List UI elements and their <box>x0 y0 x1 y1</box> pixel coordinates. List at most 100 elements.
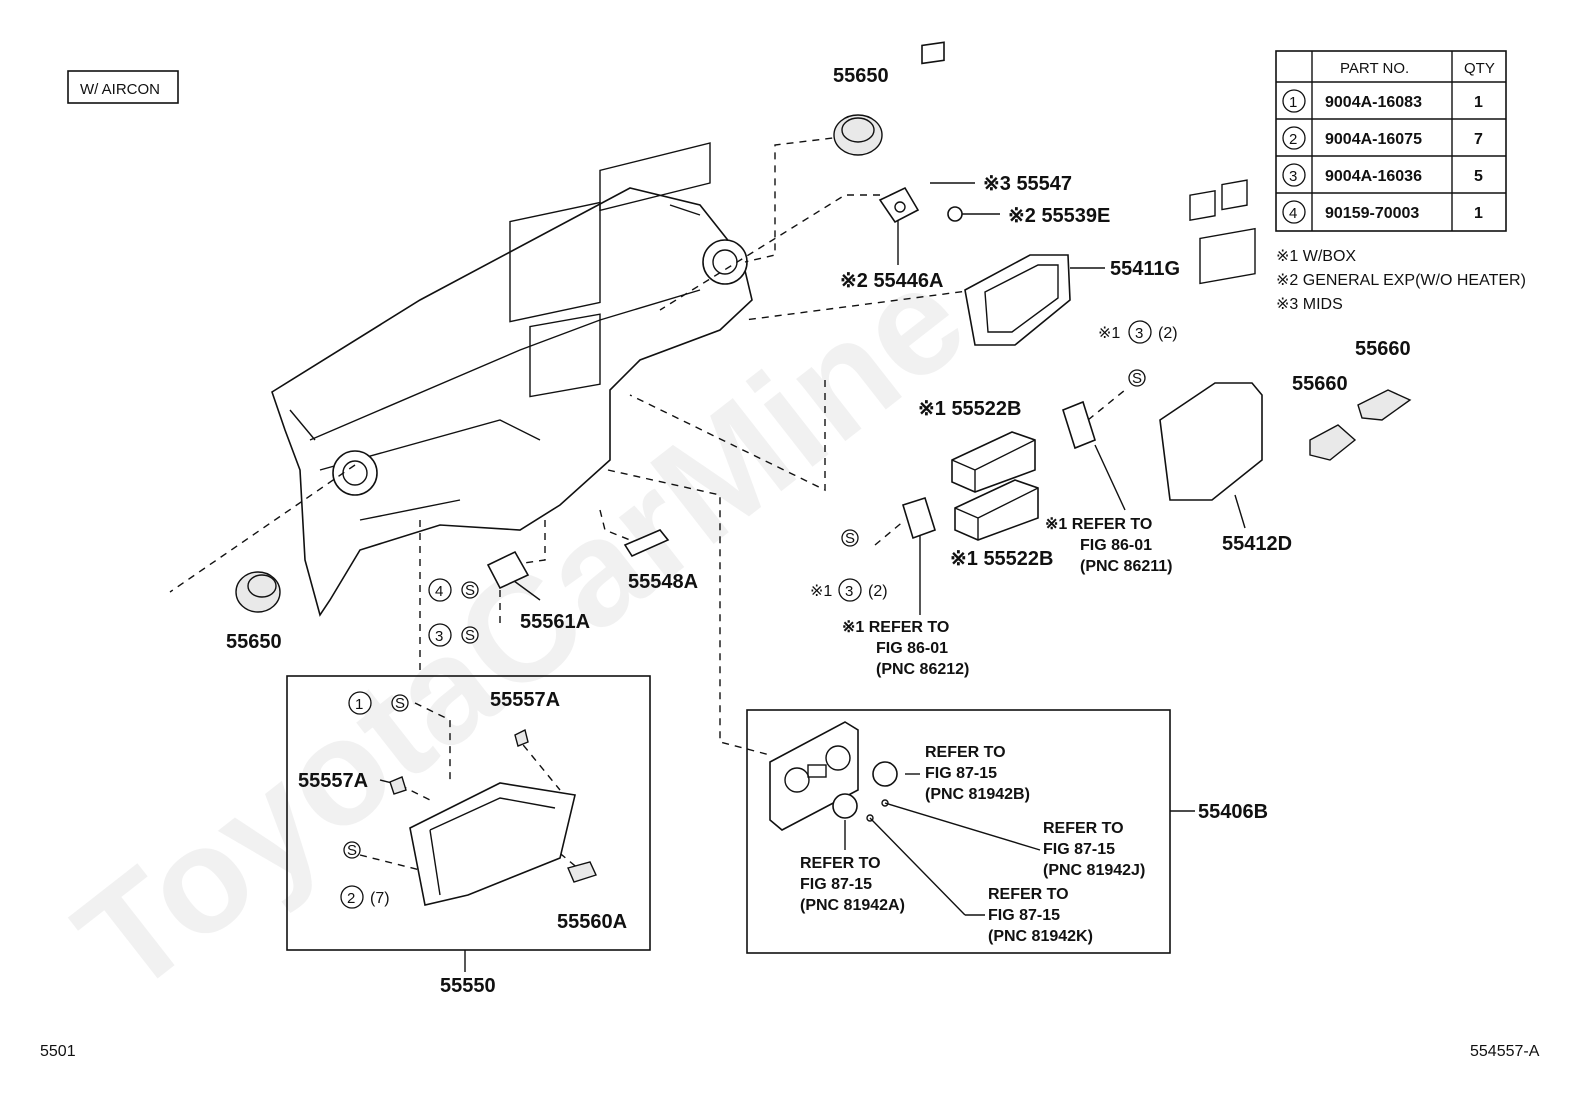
table-header-qty: QTY <box>1464 60 1495 77</box>
refer-line: FIG 86-01 <box>1080 537 1152 554</box>
table-row-part: 9004A-16083 <box>1325 94 1422 111</box>
part-callouts: 55650 55650 ※3 55547 ※2 55539E ※2 55446A… <box>226 65 1411 997</box>
refer-line: REFER TO <box>800 855 881 872</box>
table-header-part: PART NO. <box>1340 60 1409 77</box>
part-55539E <box>947 206 963 222</box>
qty-count: (2) <box>868 583 888 600</box>
part-55406B-box <box>746 709 1171 954</box>
refer-line: (PNC 86211) <box>1080 558 1173 575</box>
refer-line: FIG 87-15 <box>925 765 997 782</box>
table-row-qty: 1 <box>1474 94 1483 111</box>
refer-blocks: ※1 REFER TO FIG 86-01 (PNC 86211) ※1 REF… <box>800 516 1173 945</box>
screw-symbols: S S S S S S <box>343 369 1146 859</box>
refer-block-81942A: REFER TO FIG 87-15 (PNC 81942A) <box>800 855 905 914</box>
callout-55550: 55550 <box>440 975 496 997</box>
screw-s-icon: S <box>465 582 475 599</box>
refer-block-81942K: REFER TO FIG 87-15 (PNC 81942K) <box>988 886 1093 945</box>
refer-line: FIG 87-15 <box>1043 841 1115 858</box>
refer-line: (PNC 81942J) <box>1043 862 1145 879</box>
callout-55547: ※3 55547 <box>983 173 1072 195</box>
part-55522B-top <box>951 431 1036 493</box>
callout-55522B-top: ※1 55522B <box>918 398 1022 420</box>
callout-55522B-bottom: ※1 55522B <box>950 548 1054 570</box>
table-row-num: 1 <box>1289 94 1297 111</box>
table-row-part: 9004A-16075 <box>1325 131 1422 148</box>
callout-55411G: 55411G <box>1110 258 1180 280</box>
note-1: ※1 W/BOX <box>1276 248 1356 265</box>
numbered-circles: 3 ※1 (2) 3 ※1 (2) 4 3 1 2 (7) <box>340 320 1178 909</box>
circle-num: 3 <box>845 583 853 600</box>
note-3: ※3 MIDS <box>1276 296 1343 313</box>
instrument-panel-drawing <box>271 142 753 617</box>
refer-block-86212: ※1 REFER TO FIG 86-01 (PNC 86212) <box>842 619 969 678</box>
note-mark: ※1 <box>810 583 832 600</box>
refer-line: (PNC 81942A) <box>800 897 905 914</box>
qty-count: (7) <box>370 890 390 907</box>
refer-block-81942J: REFER TO FIG 87-15 (PNC 81942J) <box>1043 820 1145 879</box>
table-row-qty: 5 <box>1474 168 1483 185</box>
callout-55446A: ※2 55446A <box>840 270 944 292</box>
qty-count: (2) <box>1158 325 1178 342</box>
table-row-part: 90159-70003 <box>1325 205 1419 222</box>
bracket-right <box>1062 400 1096 450</box>
refer-line: (PNC 81942B) <box>925 786 1030 803</box>
bracket-left <box>902 496 936 540</box>
refer-line: FIG 87-15 <box>800 876 872 893</box>
callout-55650-top: 55650 <box>833 65 889 87</box>
note-mark: ※1 <box>1098 325 1120 342</box>
screw-s-icon: S <box>1132 370 1142 387</box>
circle-num: 2 <box>347 890 355 907</box>
part-55548A <box>623 529 670 558</box>
refer-line: FIG 87-15 <box>988 907 1060 924</box>
callout-55548A: 55548A <box>628 571 698 593</box>
table-row-qty: 1 <box>1474 205 1483 222</box>
part-55660-b <box>1357 389 1412 421</box>
refer-line: ※1 REFER TO <box>842 619 949 636</box>
callout-55557A-left: 55557A <box>298 770 368 792</box>
part-55411G <box>964 254 1071 346</box>
note-2: ※2 GENERAL EXP(W/O HEATER) <box>1276 272 1526 289</box>
callout-55561A: 55561A <box>520 611 590 633</box>
refer-line: (PNC 86212) <box>876 661 969 678</box>
circle-num: 3 <box>1135 325 1143 342</box>
callout-55660-b: 55660 <box>1292 373 1348 395</box>
part-55660-a <box>1309 424 1357 461</box>
part-55561A <box>486 550 530 590</box>
callout-55660-a: 55660 <box>1355 338 1411 360</box>
page-ref-right: 554557-A <box>1470 1043 1540 1060</box>
page-ref-left: 5501 <box>40 1043 76 1060</box>
aircon-tag-label: W/ AIRCON <box>80 81 160 98</box>
screw-s-icon: S <box>395 695 405 712</box>
callout-55560A: 55560A <box>557 911 627 933</box>
table-row-part: 9004A-16036 <box>1325 168 1422 185</box>
notes: ※1 W/BOX ※2 GENERAL EXP(W/O HEATER) ※3 M… <box>1276 248 1526 313</box>
refer-line: FIG 86-01 <box>876 640 948 657</box>
table-row-num: 2 <box>1289 131 1297 148</box>
part-55650-top <box>833 114 883 156</box>
circle-num: 3 <box>435 628 443 645</box>
refer-line: ※1 REFER TO <box>1045 516 1152 533</box>
part-55446A <box>878 186 920 224</box>
parts-table: PART NO. QTY 1 9004A-16083 1 2 9004A-160… <box>1275 50 1507 232</box>
table-row-qty: 7 <box>1474 131 1483 148</box>
callout-55412D: 55412D <box>1222 533 1292 555</box>
circle-num: 1 <box>355 696 363 713</box>
part-55650-left <box>235 571 281 613</box>
callout-55539E: ※2 55539E <box>1008 205 1110 227</box>
screw-s-icon: S <box>347 842 357 859</box>
refer-line: REFER TO <box>988 886 1069 903</box>
table-row-num: 3 <box>1289 168 1297 185</box>
callout-55406B: 55406B <box>1198 801 1268 823</box>
refer-block-81942B: REFER TO FIG 87-15 (PNC 81942B) <box>925 744 1030 803</box>
part-55550-box <box>286 675 651 951</box>
circle-num: 4 <box>435 583 443 600</box>
part-55547 <box>921 41 945 65</box>
callout-55557A-top: 55557A <box>490 689 560 711</box>
refer-block-86211: ※1 REFER TO FIG 86-01 (PNC 86211) <box>1045 516 1173 575</box>
aircon-tag: W/ AIRCON <box>67 70 179 104</box>
refer-line: (PNC 81942K) <box>988 928 1093 945</box>
screw-s-icon: S <box>845 530 855 547</box>
refer-line: REFER TO <box>1043 820 1124 837</box>
part-55412D <box>1159 179 1263 501</box>
